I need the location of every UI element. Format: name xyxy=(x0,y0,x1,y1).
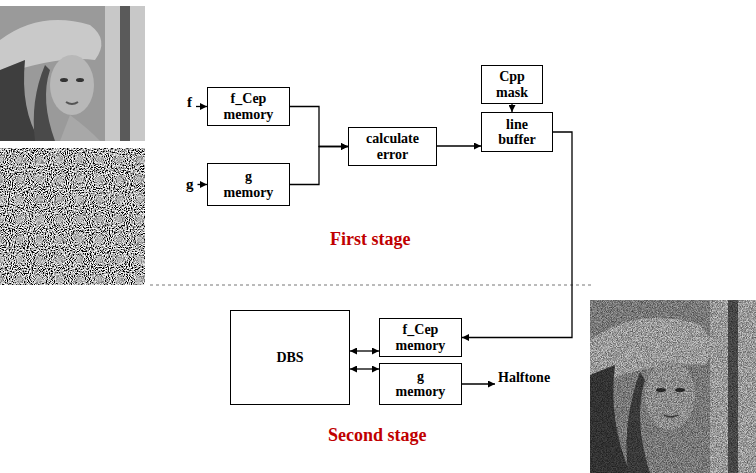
memory-box: g memory xyxy=(379,363,462,405)
box-text: f_Cep memory xyxy=(391,322,451,353)
data-flow-arrow xyxy=(350,350,379,351)
data-flow-arrow xyxy=(511,104,512,112)
memory-box: f_Cep memory xyxy=(379,318,462,357)
memory-box: f_Cep memory xyxy=(207,87,290,126)
process-box: calculate error xyxy=(348,127,437,166)
data-flow-arrow xyxy=(290,107,348,147)
stage-separator xyxy=(150,285,592,286)
signal-name: f xyxy=(187,94,192,111)
output-name: Halftone xyxy=(498,370,550,386)
box-text: f_Cep memory xyxy=(219,91,279,122)
data-flow-arrow xyxy=(462,132,572,338)
box-text: calculate error xyxy=(358,131,428,162)
signal-wire xyxy=(462,383,495,384)
signal-wire xyxy=(196,106,207,107)
memory-box: g memory xyxy=(207,163,290,206)
stage-title: First stage xyxy=(330,229,410,250)
signal-name: g xyxy=(186,176,194,193)
halftone-image xyxy=(590,300,756,473)
data-flow-arrow xyxy=(290,147,348,185)
box-text: line buffer xyxy=(492,117,542,148)
noise-image xyxy=(0,148,145,285)
dbs-box: DBS xyxy=(230,310,350,405)
mask-box: Cpp mask xyxy=(481,65,543,104)
box-text: Cpp mask xyxy=(492,69,532,100)
data-flow-arrow xyxy=(437,145,481,146)
data-flow-arrow xyxy=(350,368,379,369)
box-text: g memory xyxy=(221,169,276,200)
box-text: DBS xyxy=(276,350,303,365)
signal-wire xyxy=(198,184,208,185)
stage-title: Second stage xyxy=(328,425,427,446)
lena-image xyxy=(0,6,145,141)
box-text: g memory xyxy=(393,369,448,400)
buffer-box: line buffer xyxy=(481,112,553,152)
